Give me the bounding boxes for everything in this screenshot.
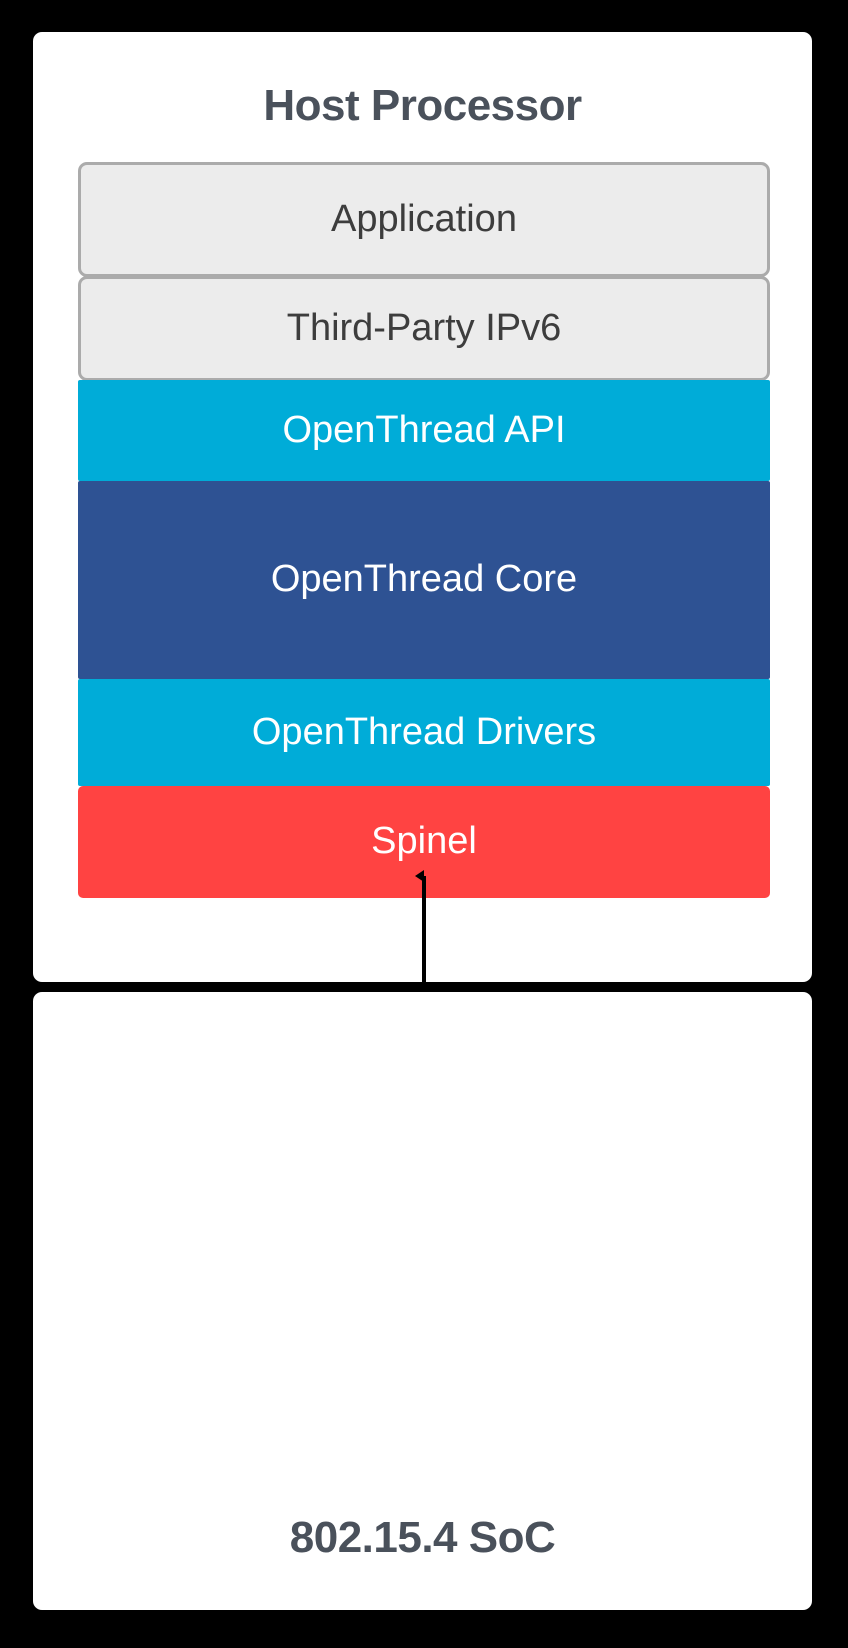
layer-spinel-host-label: Spinel (371, 820, 477, 863)
layer-application: Application (78, 162, 770, 277)
host-processor-panel: Host Processor Application Third-Party I… (33, 32, 812, 982)
layer-openthread-core-label: OpenThread Core (270, 558, 578, 601)
layer-openthread-drivers-host: OpenThread Drivers (78, 679, 770, 786)
layer-openthread-drivers-host-label: OpenThread Drivers (251, 710, 597, 753)
soc-panel: Spinel OpenThread MAC OpenThread Drivers… (33, 992, 812, 1610)
layer-application-label: Application (331, 197, 517, 240)
layer-openthread-core: OpenThread Core (78, 481, 770, 679)
host-processor-title: Host Processor (263, 81, 582, 130)
layer-third-party-ipv6: Third-Party IPv6 (78, 276, 770, 381)
layer-third-party-ipv6-label: Third-Party IPv6 (286, 306, 562, 349)
layer-openthread-api: OpenThread API (78, 380, 770, 481)
layer-openthread-api-label: OpenThread API (282, 408, 566, 451)
soc-title: 802.15.4 SoC (289, 1513, 556, 1562)
